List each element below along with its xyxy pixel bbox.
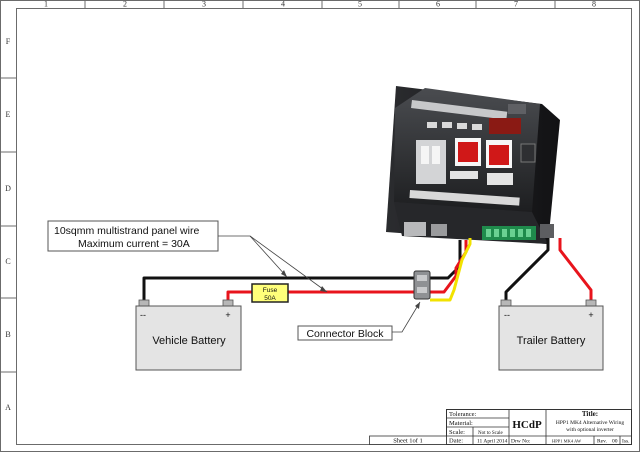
company-name: HCdP [512, 419, 542, 431]
fuse-label: Fuse [263, 287, 278, 294]
fuse: Fuse 50A [251, 283, 289, 303]
vehicle-battery: -- + Vehicle Battery [135, 299, 242, 371]
sheet-number: Sheet 1of 1 [393, 438, 423, 445]
wire-note-line1: 10sqmm multistrand panel wire [54, 225, 199, 237]
date-value: 11 April 2014 [477, 439, 508, 445]
connector-block-callout: Connector Block [297, 301, 421, 341]
column-label: 2 [123, 0, 127, 9]
title-label: Title: [582, 410, 598, 418]
row-label: D [5, 184, 11, 193]
title-line-1: HPP1 MK4 Alternative Wiring [556, 420, 625, 426]
vehicle-battery-positive-terminal: + [225, 310, 230, 320]
trailer-battery: -- + Trailer Battery [498, 299, 604, 371]
negative-wire-vehicle [142, 276, 418, 304]
trailer-battery-negative-terminal: -- [504, 310, 510, 320]
column-label: 6 [436, 0, 440, 9]
trailer-battery-label: Trailer Battery [517, 335, 586, 347]
connector-block [413, 270, 431, 300]
signal-wire [430, 238, 472, 302]
revision-value: 00 [612, 439, 618, 445]
wire-note-leader [249, 235, 328, 293]
column-label: 3 [202, 0, 206, 9]
date-label: Date: [449, 438, 463, 445]
row-label: C [5, 257, 10, 266]
row-label: E [6, 110, 11, 119]
connector-block-leader [392, 301, 421, 333]
drawing-number-label: Drw No: [511, 439, 531, 445]
issue-label: Iss. [622, 439, 630, 445]
row-label: F [6, 37, 11, 46]
title-line-2: with optional inverter [566, 427, 614, 433]
fuse-rating: 50A [264, 295, 276, 302]
row-label: B [5, 330, 10, 339]
vehicle-battery-label: Vehicle Battery [152, 335, 226, 347]
title-block: Tolerance: Material: Scale: Not to Scale… [369, 409, 632, 445]
revision-label: Rev. [597, 439, 608, 445]
negative-wire-trailer [504, 238, 550, 304]
drawing-number-value: HPP1 MK4 AW [552, 439, 582, 444]
trailer-battery-positive-terminal: + [588, 310, 593, 320]
wiring [142, 238, 593, 304]
column-label: 4 [281, 0, 285, 9]
vehicle-battery-negative-terminal: -- [140, 310, 146, 320]
negative-wire-unit [428, 240, 462, 280]
column-label: 7 [514, 0, 518, 9]
row-label: A [5, 403, 11, 412]
scale-value: Not to Scale [478, 431, 503, 436]
scale-label: Scale: [449, 429, 465, 436]
material-label: Material: [449, 420, 473, 427]
tolerance-label: Tolerance: [449, 411, 477, 418]
wire-note-callout: 10sqmm multistrand panel wire Maximum cu… [47, 220, 328, 293]
connector-block-label: Connector Block [306, 328, 384, 340]
wire-note-leader [218, 235, 288, 278]
wire-note-line2: Maximum current = 30A [78, 238, 190, 250]
column-label: 8 [592, 0, 596, 9]
power-control-unit [386, 86, 560, 244]
column-label: 5 [358, 0, 362, 9]
positive-wire-trailer [558, 238, 593, 304]
column-label: 1 [44, 0, 48, 9]
